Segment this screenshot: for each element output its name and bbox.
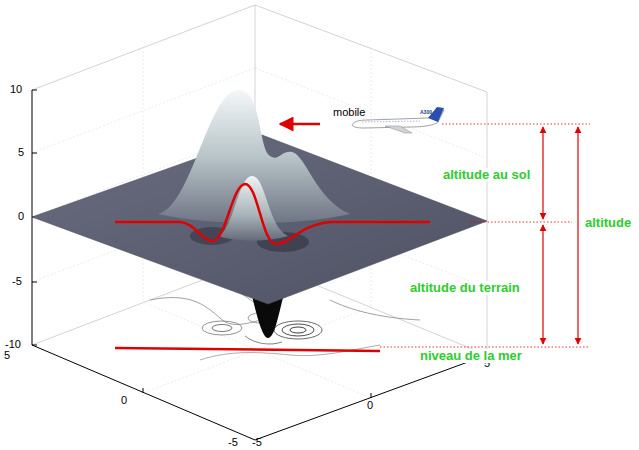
axis-box bbox=[32, 5, 487, 355]
terrain-profile bbox=[115, 184, 430, 244]
reference-lines bbox=[380, 124, 590, 347]
dimension-label: altitude bbox=[583, 216, 633, 230]
dimension-label: altitude du terrain bbox=[408, 281, 522, 295]
motion-arrow bbox=[280, 123, 320, 126]
axis-tick: 0 bbox=[367, 399, 373, 411]
grid-lines bbox=[32, 47, 487, 398]
axis-tick: 0 bbox=[121, 394, 127, 406]
sea-level-line bbox=[115, 348, 380, 351]
aircraft-marking: A300 bbox=[420, 110, 432, 116]
axis-tick: 5 bbox=[18, 146, 24, 158]
motion-label: mobile bbox=[333, 106, 365, 118]
axis-tick: -10 bbox=[5, 338, 21, 350]
axis-tick: -5 bbox=[12, 275, 22, 287]
axis-tick: -5 bbox=[228, 436, 238, 448]
aircraft bbox=[352, 107, 444, 133]
dimension-label: altitude au sol bbox=[441, 168, 532, 182]
dimension-arrows bbox=[543, 127, 578, 344]
axis-tick: 10 bbox=[10, 83, 22, 95]
terrain-peak bbox=[218, 176, 288, 241]
axis-tick: 0 bbox=[18, 210, 24, 222]
axis-tick: 5 bbox=[4, 349, 10, 361]
axis-lines bbox=[32, 90, 487, 440]
dimension-label: niveau de la mer bbox=[418, 349, 524, 363]
axis-tick: -5 bbox=[252, 436, 262, 448]
